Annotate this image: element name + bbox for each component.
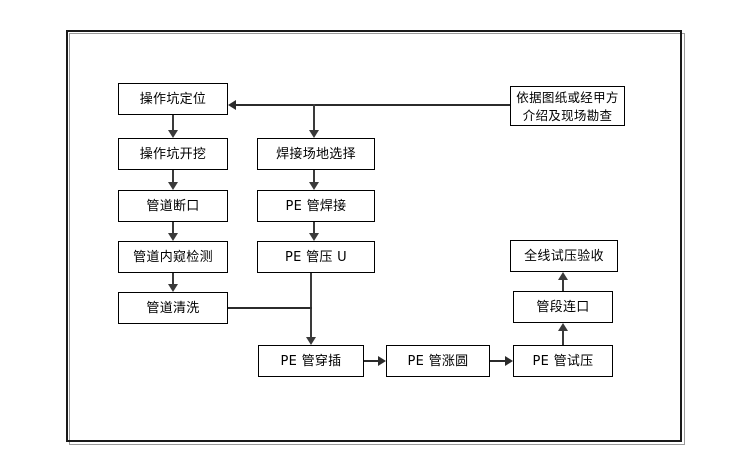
node-full-line-pressure-test-acceptance[interactable]: 全线试压验收: [510, 240, 618, 272]
edge-survey-to-welding-site-arrowhead: [309, 130, 319, 138]
node-pe-pipe-round-expansion[interactable]: PE 管涨圆: [386, 345, 490, 377]
node-drawings-line-2: 介绍及现场勘查: [522, 108, 613, 123]
edge-cut-to-inspection-arrowhead: [168, 233, 178, 241]
edge-pressure-test-to-joint-arrowhead: [558, 323, 568, 331]
edge-insertion-to-expansion-arrowhead: [378, 356, 386, 366]
node-pipe-cleaning[interactable]: 管道清洗: [118, 292, 228, 324]
edge-cut-to-inspection-line: [172, 222, 174, 233]
node-pe-pipe-u-press[interactable]: PE 管压 U: [257, 241, 375, 273]
edge-welding-to-u-press-arrowhead: [309, 233, 319, 241]
node-pe-pipe-insertion[interactable]: PE 管穿插: [258, 345, 364, 377]
outer-frame: [66, 30, 682, 442]
node-pipe-endoscopic-inspection[interactable]: 管道内窥检测: [118, 241, 228, 273]
edge-joint-to-acceptance-line: [562, 280, 564, 291]
node-welding-site-selection[interactable]: 焊接场地选择: [257, 138, 375, 170]
node-pipe-section-joint[interactable]: 管段连口: [513, 291, 613, 323]
edge-welding-site-to-welding-arrowhead: [309, 182, 319, 190]
edge-expansion-to-pressure-test-arrowhead: [505, 356, 513, 366]
edge-excavation-to-cut-arrowhead: [168, 182, 178, 190]
node-operation-pit-excavation[interactable]: 操作坑开挖: [118, 138, 228, 170]
edge-positioning-to-excavation-arrowhead: [168, 130, 178, 138]
edge-positioning-to-excavation-line: [172, 115, 174, 130]
edge-insertion-to-expansion-line: [364, 360, 378, 362]
edge-u-press-to-insertion-line: [310, 273, 312, 337]
edge-inspection-to-cleaning-arrowhead: [168, 284, 178, 292]
edge-u-press-to-insertion-arrowhead: [306, 337, 316, 345]
edge-joint-to-acceptance-arrowhead: [558, 272, 568, 280]
edge-survey-to-positioning-arrowhead: [228, 100, 236, 110]
edge-welding-to-u-press-line: [313, 222, 315, 233]
edge-cleaning-to-trunk-line: [228, 307, 312, 309]
edge-survey-to-welding-site-line: [313, 104, 315, 130]
edge-expansion-to-pressure-test-line: [490, 360, 505, 362]
edge-excavation-to-cut-line: [172, 170, 174, 182]
node-operation-pit-positioning[interactable]: 操作坑定位: [118, 83, 228, 115]
node-pipe-cut[interactable]: 管道断口: [118, 190, 228, 222]
node-drawings-and-site-survey[interactable]: 依据图纸或经甲方 介绍及现场勘查: [510, 86, 625, 126]
node-pe-pipe-welding[interactable]: PE 管焊接: [257, 190, 375, 222]
edge-welding-site-to-welding-line: [313, 170, 315, 182]
outer-frame-inner-line: [69, 33, 685, 445]
edge-pressure-test-to-joint-line: [562, 331, 564, 345]
node-drawings-line-1: 依据图纸或经甲方: [516, 90, 619, 105]
edge-inspection-to-cleaning-line: [172, 273, 174, 284]
node-pe-pipe-pressure-test[interactable]: PE 管试压: [513, 345, 613, 377]
edge-survey-to-positioning-line: [236, 104, 510, 106]
